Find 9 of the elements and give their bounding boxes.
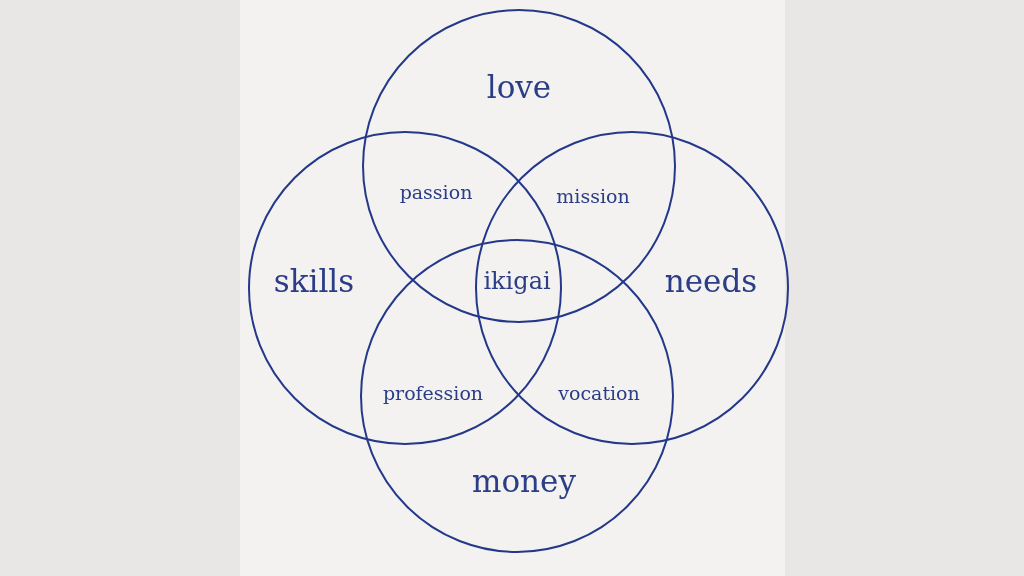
intersection-label: vocation bbox=[558, 382, 640, 404]
set-label: money bbox=[472, 463, 576, 499]
set-label: skills bbox=[273, 263, 355, 299]
center-label: ikigai bbox=[483, 267, 551, 295]
intersection-label: passion bbox=[399, 181, 473, 203]
set-label: needs bbox=[664, 263, 758, 299]
intersection-label: mission bbox=[556, 185, 630, 207]
set-label: love bbox=[486, 69, 552, 105]
intersection-label: profession bbox=[382, 382, 484, 404]
